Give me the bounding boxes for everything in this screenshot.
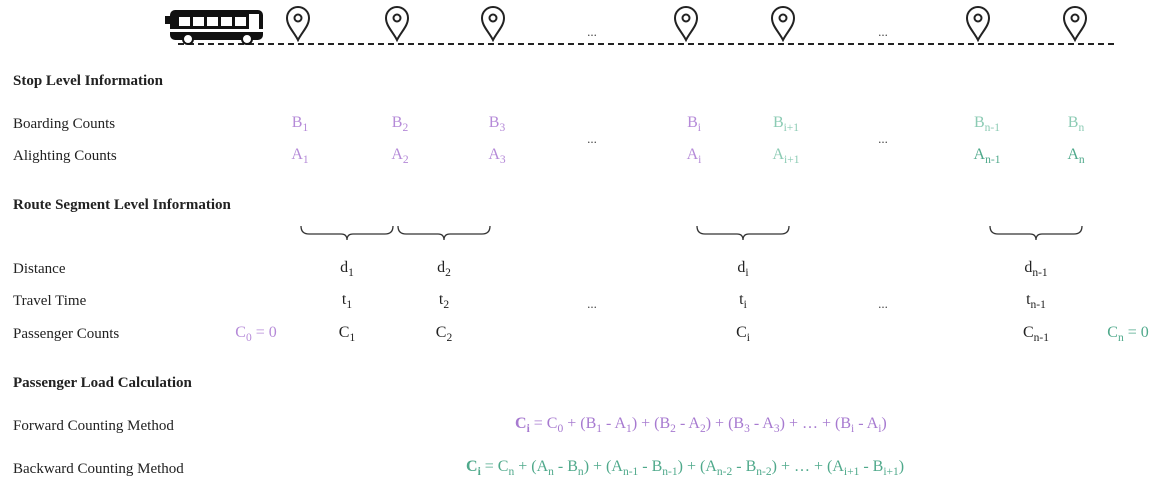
map-pin-icon: [285, 6, 311, 43]
travel-time-value: tn-1: [1026, 291, 1046, 311]
top-ellipsis-1: ...: [587, 24, 597, 39]
alighting-value: An: [1067, 146, 1085, 166]
distance-value: d2: [437, 259, 451, 279]
segment-brace: [696, 225, 790, 241]
distance-value: d1: [340, 259, 354, 279]
cn-sub: n: [1117, 332, 1124, 344]
travel-time-label: Travel Time: [13, 293, 87, 309]
c0-rest: = 0: [251, 324, 277, 341]
alighting-value: An-1: [973, 146, 1001, 166]
alighting-value: A2: [391, 146, 409, 166]
cn-symbol: C: [1107, 324, 1118, 341]
distance-label: Distance: [13, 261, 66, 277]
route-segment-header: Route Segment Level Information: [13, 197, 231, 213]
map-pin-icon: [480, 6, 506, 43]
passenger-counts-label: Passenger Counts: [13, 326, 120, 342]
boarding-value: Bi+1: [772, 114, 800, 134]
map-pin-icon: [770, 6, 796, 43]
cn-boundary: Cn = 0: [1107, 324, 1148, 347]
alighting-value: Ai+1: [772, 146, 800, 166]
passenger-count-value: Cn-1: [1022, 324, 1050, 344]
travel-time-value: t1: [341, 291, 353, 311]
travel-time-value: t2: [438, 291, 450, 311]
map-pin-icon: [965, 6, 991, 43]
cn-rest: = 0: [1123, 324, 1149, 341]
alighting-value: A3: [488, 146, 506, 166]
c0-sub: 0: [245, 332, 252, 344]
alighting-value: A1: [291, 146, 309, 166]
travel-time-value: ti: [739, 291, 747, 311]
c0-boundary: C0 = 0: [235, 324, 276, 347]
boarding-value: B2: [391, 114, 409, 134]
segment-brace: [397, 225, 491, 241]
segment-ellipsis-1: ...: [587, 296, 597, 311]
segment-brace: [300, 225, 394, 241]
boarding-value: Bi: [687, 114, 701, 134]
map-pin-icon: [384, 6, 410, 43]
stop-level-header: Stop Level Information: [13, 73, 163, 89]
boarding-value: B1: [291, 114, 309, 134]
map-pin-icon: [1062, 6, 1088, 43]
load-calc-header: Passenger Load Calculation: [13, 375, 192, 391]
alighting-value: Ai: [686, 146, 702, 166]
stop-pins: [285, 6, 1088, 43]
boarding-value: B3: [488, 114, 506, 134]
c0-symbol: C: [235, 324, 246, 341]
bus-icon: [165, 10, 265, 45]
passenger-count-value: C1: [338, 324, 356, 344]
route-line-svg: [165, 10, 1118, 45]
passenger-count-value: Ci: [736, 324, 750, 344]
backward-formula: Ci = Cn + (An - Bn) + (An-1 - Bn-1) + (A…: [466, 458, 905, 478]
alighting-label: Alighting Counts: [13, 148, 117, 164]
forward-label: Forward Counting Method: [13, 418, 174, 434]
stop-ellipsis-1: ...: [587, 131, 597, 146]
boarding-value: Bn: [1067, 114, 1085, 134]
map-pin-icon: [673, 6, 699, 43]
segment-braces: [300, 225, 1083, 241]
forward-formula: Ci = C0 + (B1 - A1) + (B2 - A2) + (B3 - …: [515, 415, 887, 435]
passenger-count-value: C2: [435, 324, 453, 344]
boarding-value: Bn-1: [973, 114, 1001, 134]
distance-value: di: [737, 259, 749, 279]
top-ellipsis-2: ...: [878, 24, 888, 39]
segment-brace: [989, 225, 1083, 241]
stop-ellipsis-2: ...: [878, 131, 888, 146]
segment-ellipsis-2: ...: [878, 296, 888, 311]
boarding-label: Boarding Counts: [13, 116, 116, 132]
distance-value: dn-1: [1024, 259, 1048, 279]
backward-label: Backward Counting Method: [13, 461, 184, 477]
